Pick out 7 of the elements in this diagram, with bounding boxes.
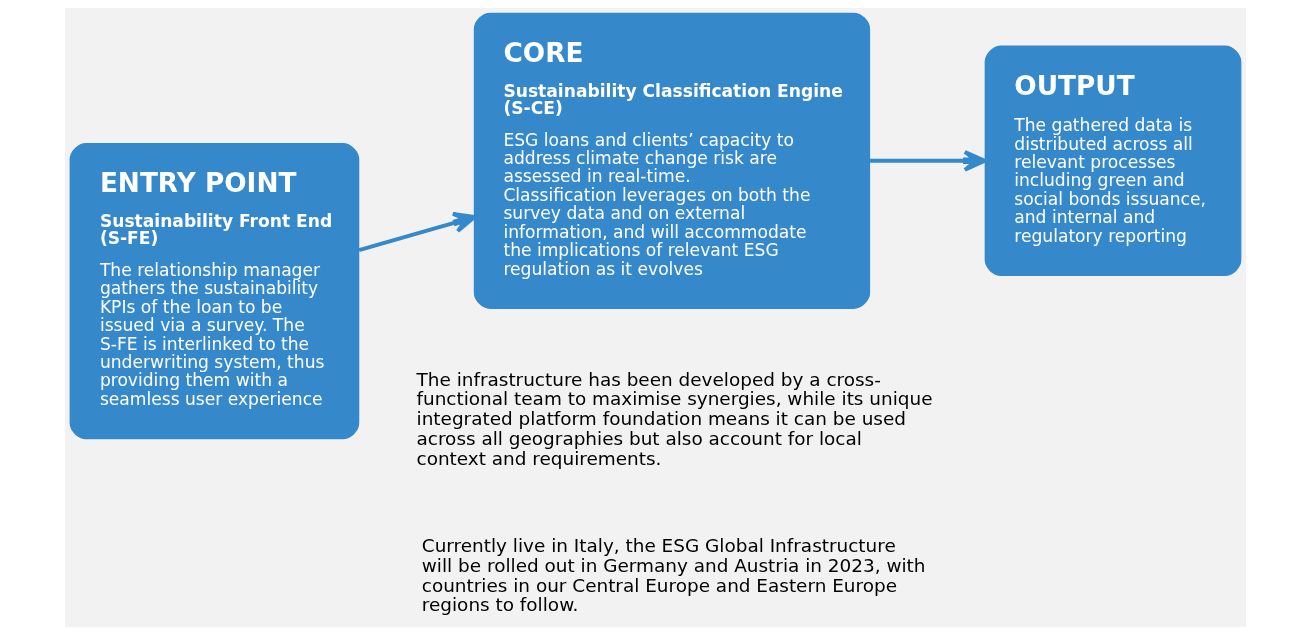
label: The infrastructure has been developed by a cross-functional team to maximise synergies, while its unique integrated platform foundation means it can be used across all geographies but also account for local context and requirements. bbox=[416, 368, 933, 469]
arrow bbox=[358, 212, 477, 252]
node-box: OUTPUT The gathered data is distributed across all relevant processes including green and social bonds issuance, and internal and regulatory reporting bbox=[984, 45, 1242, 277]
node-box: ENTRY POINT Sustainability Front End (S-FE) The relationship manager gathers the sustainability KPIs of the loan to be issued via a survey. The S-FE is interlinked to the underwriting system, thus providing them with a seamless user experience bbox=[69, 143, 360, 440]
label: Currently live in Italy, the ESG Global Infrastructure will be rolled out in Germany and Austria in 2023, with countries in our Central Europe and Eastern Europe regions to follow. bbox=[421, 535, 926, 616]
arrow bbox=[870, 149, 987, 172]
node-box: CORE Sustainability Classification Engine (S-CE) ESG loans and clients’ capacity to address climate change risk are assessed in real-time. Classification leverages on both the survey data and on external information, and will accommodate the implications of relevant ESG regulation as it evolves bbox=[473, 12, 871, 309]
